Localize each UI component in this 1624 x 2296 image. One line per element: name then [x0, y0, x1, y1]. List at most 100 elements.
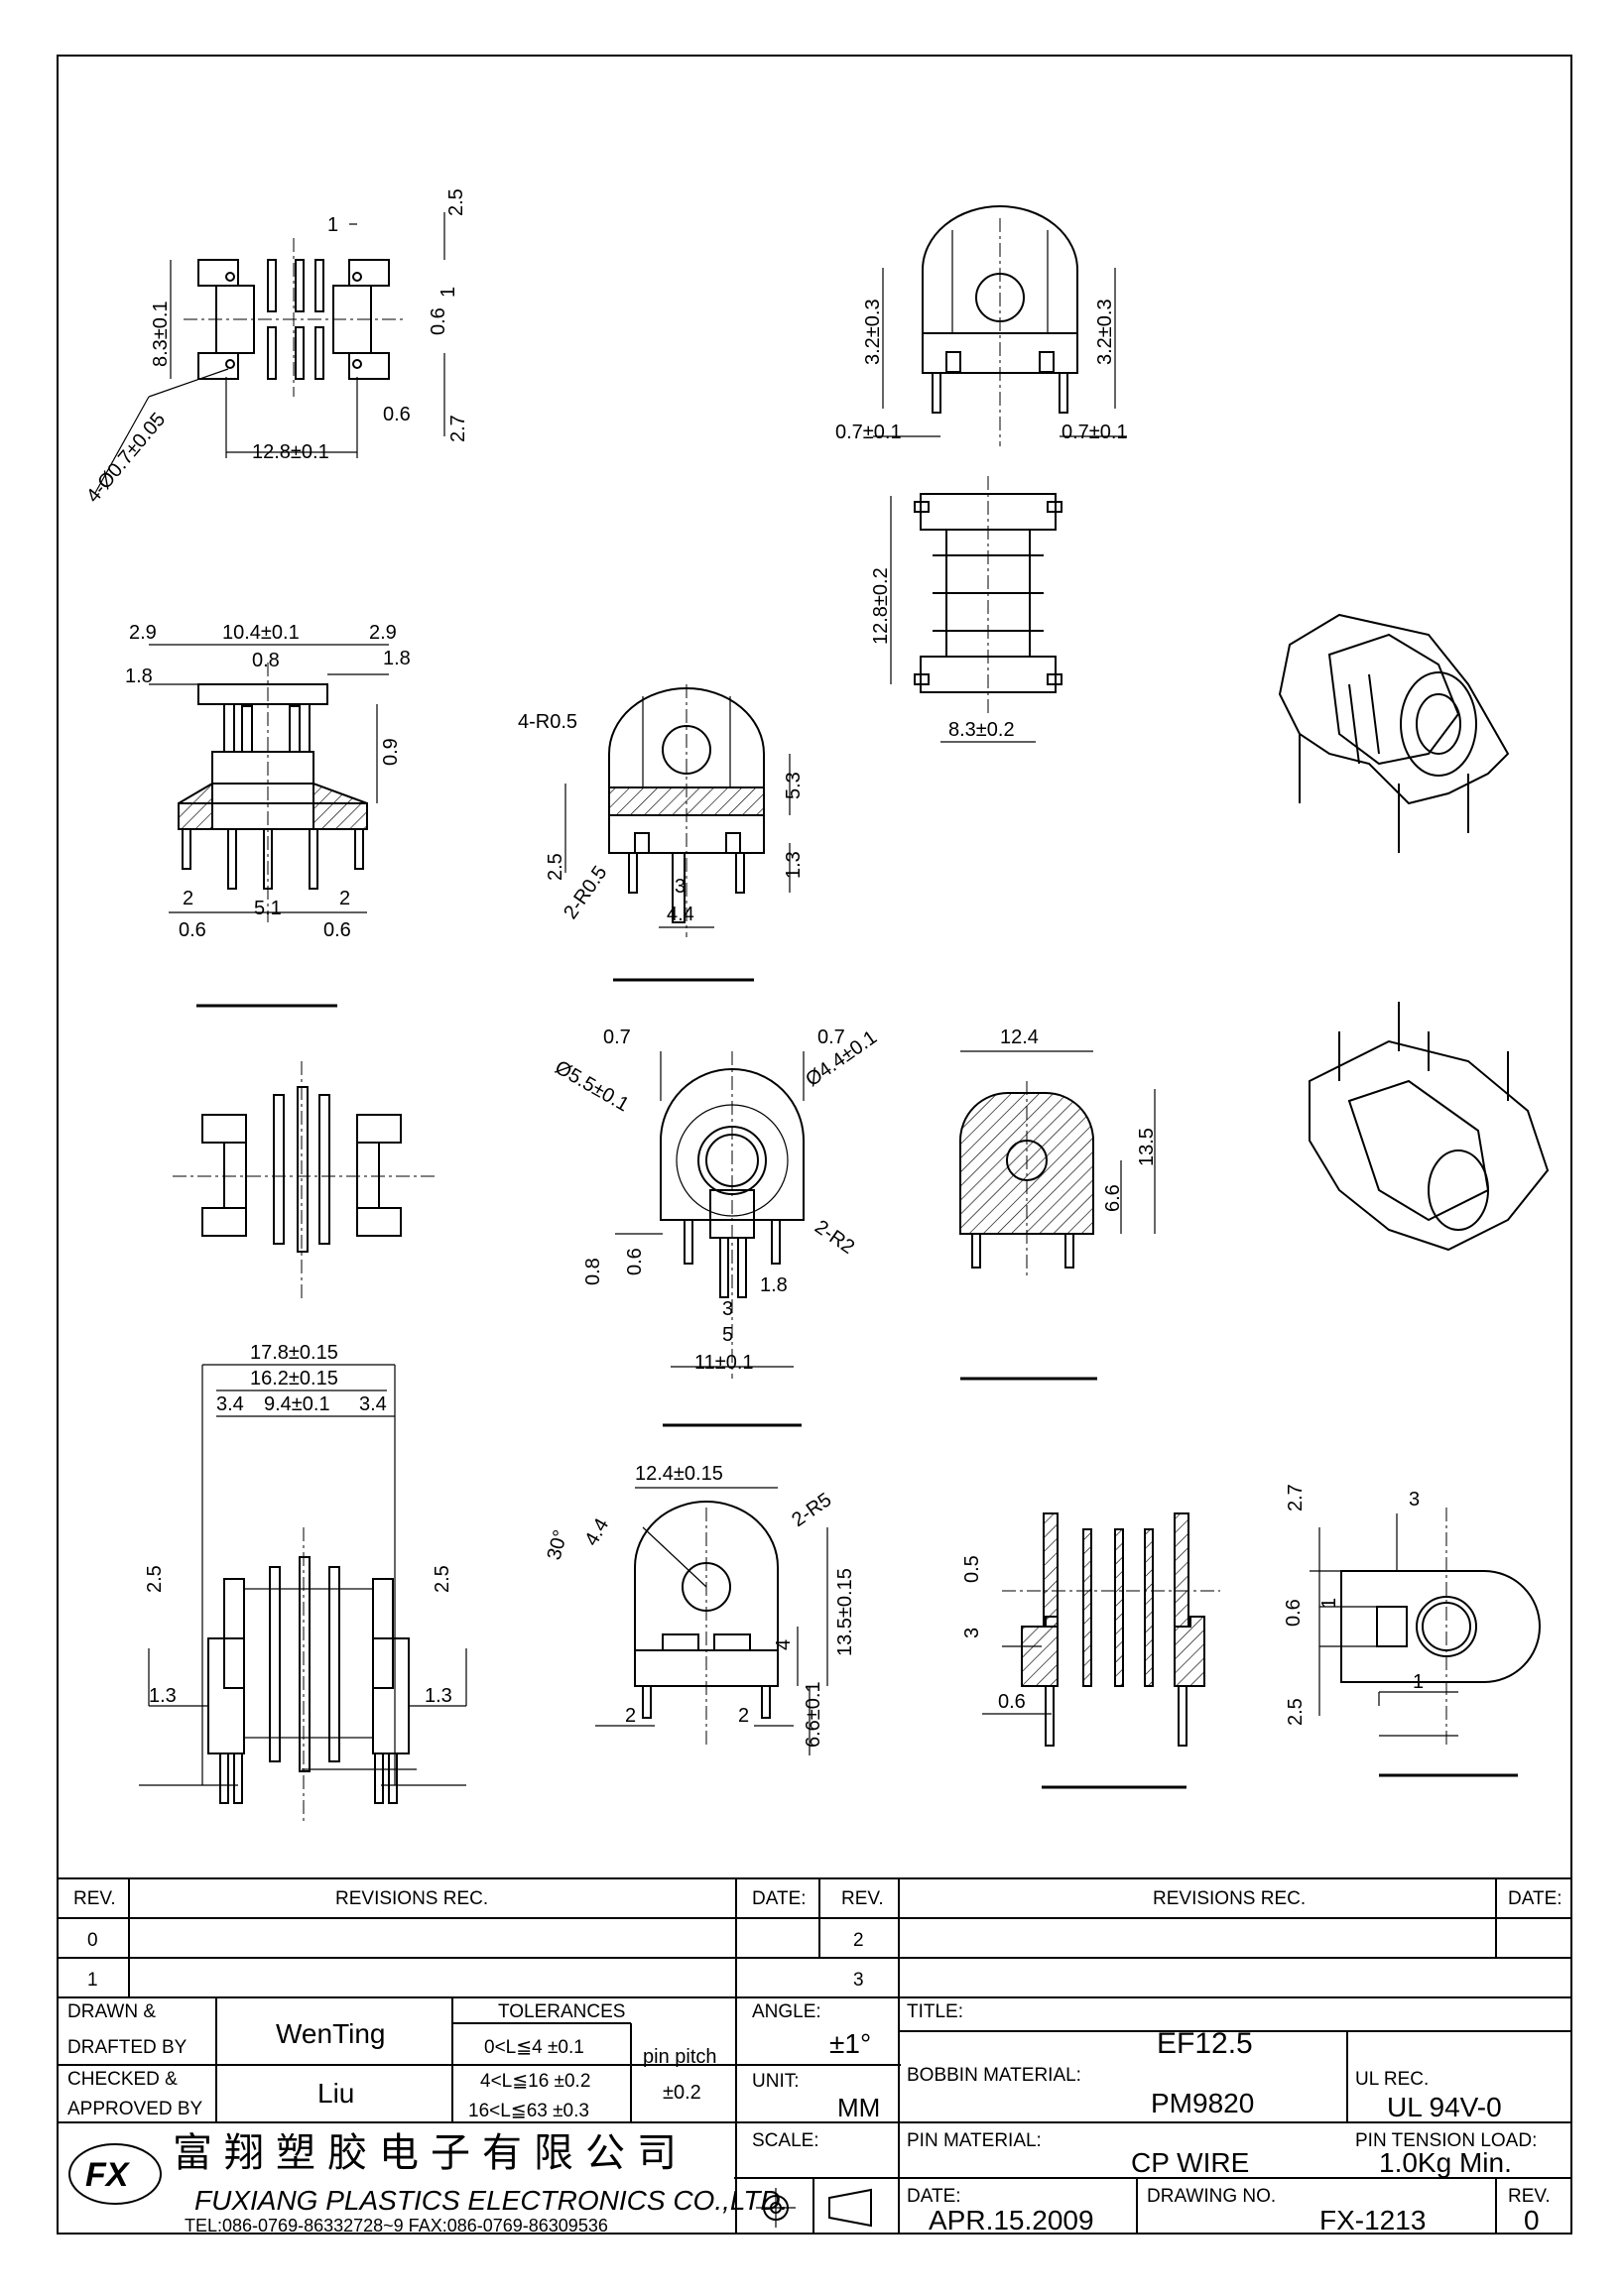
dim-label: Ø5.5±0.1 — [552, 1056, 633, 1116]
dim-label: 8.3±0.1 — [150, 301, 172, 367]
dim-label: 1.8 — [383, 648, 411, 669]
dim-label: 0.6 — [1283, 1599, 1305, 1627]
company-name-cn: 富翔塑胶电子有限公司 — [173, 2131, 688, 2175]
rev-row: 2 — [853, 1930, 864, 1951]
dim-label: 3 — [1409, 1489, 1420, 1511]
dim-label: 0.7 — [603, 1027, 631, 1048]
dim-label: 2.5 — [144, 1565, 166, 1593]
scale-label: SCALE: — [752, 2130, 819, 2151]
company-name-en: FUXIANG PLASTICS ELECTRONICS CO.,LTD. — [194, 2185, 788, 2216]
dim-label: 1 — [1413, 1671, 1424, 1693]
bobbin-label: BOBBIN MATERIAL: — [907, 2065, 1081, 2086]
dim-label: 0.6 — [323, 919, 351, 941]
dim-label: 1 — [327, 214, 338, 236]
pin-tension-label: PIN TENSION LOAD: — [1355, 2130, 1537, 2151]
view-front-center — [615, 1051, 805, 1427]
dim-label: 2-R0.5 — [560, 862, 611, 923]
bobbin-value: PM9820 — [1151, 2088, 1254, 2118]
dim-label: 6.6 — [1102, 1184, 1124, 1212]
date-header: DATE: — [752, 1888, 807, 1909]
dim-label: 0.7±0.1 — [1062, 422, 1128, 443]
dim-label: 5.1 — [254, 898, 282, 919]
view-pin-layout — [94, 212, 445, 494]
view-section-a — [564, 684, 791, 982]
dim-label: 0.5 — [961, 1555, 983, 1583]
dim-label: 6.6±0.1 — [803, 1681, 824, 1748]
dim-label: 0.7 — [817, 1027, 845, 1048]
dim-label: 1.3 — [783, 851, 805, 879]
dim-label: 1 — [1318, 1598, 1340, 1609]
rev-label: REV. — [1508, 2186, 1551, 2207]
dim-label: 3.2±0.3 — [1094, 299, 1116, 365]
date-header: DATE: — [1508, 1888, 1562, 1909]
svg-text:FX: FX — [85, 2156, 131, 2194]
dim-label: 2.9 — [129, 622, 157, 644]
rev-row: 1 — [87, 1970, 98, 1991]
view-top-left-b — [173, 1004, 437, 1299]
dim-label: 16.2±0.15 — [250, 1368, 338, 1390]
company-logo: FX — [68, 2143, 162, 2205]
dim-label: 17.8±0.15 — [250, 1342, 338, 1364]
dim-label: 0.8 — [252, 650, 280, 671]
revisions-header: REVISIONS REC. — [335, 1888, 488, 1909]
rev-header: REV. — [841, 1888, 884, 1909]
dim-label: 4 — [773, 1639, 795, 1650]
view-front-right — [1310, 1508, 1541, 1777]
dim-label: 0.9 — [380, 738, 402, 766]
dim-label: 10.4±0.1 — [222, 622, 300, 644]
dim-label: 4-Ø0.7±0.05 — [82, 409, 170, 507]
tol-row-1: 0<L≦4 ±0.1 — [484, 2037, 584, 2058]
dim-label: 3 — [961, 1628, 983, 1638]
dim-label: 2.5 — [1285, 1698, 1307, 1726]
drawing-no-label: DRAWING NO. — [1147, 2186, 1276, 2207]
view-front-bottom — [595, 1487, 828, 1755]
view-isometric-1 — [1278, 613, 1510, 853]
date-label: DATE: — [907, 2186, 961, 2207]
title-value: EF12.5 — [1157, 2027, 1253, 2060]
rev-row: 0 — [87, 1930, 98, 1951]
dim-label: 13.5±0.15 — [834, 1568, 856, 1656]
view-section-b — [959, 1050, 1156, 1381]
dim-label: 12.4±0.15 — [635, 1463, 723, 1485]
angle-value: ±1° — [829, 2028, 871, 2059]
dim-label: 1.8 — [125, 665, 153, 687]
ul-value: UL 94V-0 — [1387, 2092, 1502, 2122]
dim-label: 12.8±0.1 — [252, 441, 329, 463]
pin-pitch-label: pin pitch — [643, 2046, 717, 2068]
dim-label: 11±0.1 — [694, 1352, 754, 1374]
dim-label: 3 — [722, 1298, 733, 1320]
tol-row-3: 16<L≦63 ±0.3 — [468, 2101, 589, 2121]
dim-label: 0.7±0.1 — [835, 422, 902, 443]
tolerances-label: TOLERANCES — [498, 2001, 625, 2022]
dim-label: 0.6 — [624, 1248, 646, 1275]
dim-label: 2-R5 — [788, 1489, 835, 1531]
view-isometric-2 — [1309, 1002, 1550, 1252]
dim-label: 4.4 — [667, 904, 694, 925]
pin-material-label: PIN MATERIAL: — [907, 2130, 1042, 2151]
drafted-label: DRAFTED BY — [67, 2037, 187, 2058]
angle-label: ANGLE: — [752, 2001, 821, 2022]
title-label: TITLE: — [907, 2001, 963, 2022]
dim-label: 0.6 — [179, 919, 206, 941]
view-side-left — [149, 644, 389, 922]
view-front-top — [873, 205, 1127, 446]
rev-value: 0 — [1524, 2205, 1540, 2236]
dim-label: 3 — [675, 876, 686, 898]
dim-label: 1.3 — [149, 1685, 177, 1707]
dim-label: 1.3 — [425, 1685, 452, 1707]
approved-label: APPROVED BY — [67, 2099, 203, 2119]
dim-label: 4-R0.5 — [518, 711, 577, 733]
dim-label: 1 — [437, 287, 459, 298]
dim-label: 9.4±0.1 — [264, 1393, 330, 1415]
dim-label: 0.8 — [582, 1258, 604, 1285]
dim-label: 2-R2 — [811, 1216, 858, 1259]
dim-label: 8.3±0.2 — [948, 719, 1015, 741]
dim-label: 2 — [339, 888, 350, 909]
pin-pitch-value: ±0.2 — [663, 2082, 701, 2104]
dim-label: 13.5 — [1136, 1128, 1158, 1166]
dim-label: 12.8±0.2 — [870, 567, 892, 645]
view-side-bottom — [139, 1364, 467, 1825]
tol-row-2: 4<L≦16 ±0.2 — [480, 2071, 590, 2092]
dim-label: 2 — [625, 1705, 636, 1727]
